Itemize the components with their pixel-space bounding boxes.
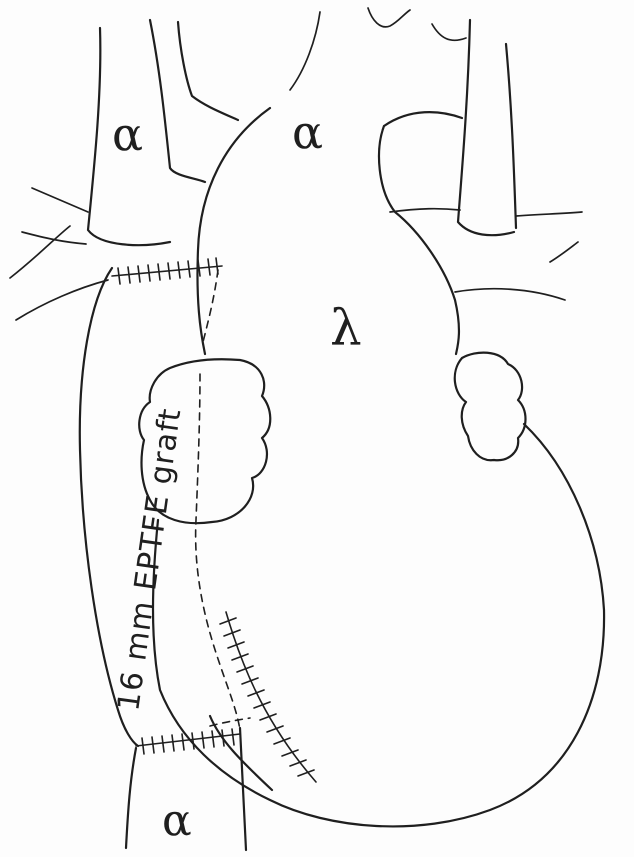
graft-label: 16 mm EPTFE graft xyxy=(111,406,188,713)
aorta-label-upper-left: α xyxy=(112,107,143,161)
upper-right-vessel xyxy=(390,20,582,300)
top-anastomosis-stitches xyxy=(112,258,222,284)
aneurysm-label: λ xyxy=(330,299,362,357)
graft-tube xyxy=(80,268,272,790)
left-branch-vessels xyxy=(10,188,108,320)
aorta-label-upper-middle: α xyxy=(292,105,323,159)
aneurysm-suture-line xyxy=(220,612,316,782)
aneurysm-body xyxy=(153,108,604,826)
right-lobe xyxy=(455,353,526,461)
upper-left-vessel xyxy=(88,20,238,245)
aorta-label-bottom: α xyxy=(162,795,192,846)
top-right-curves xyxy=(290,8,466,90)
